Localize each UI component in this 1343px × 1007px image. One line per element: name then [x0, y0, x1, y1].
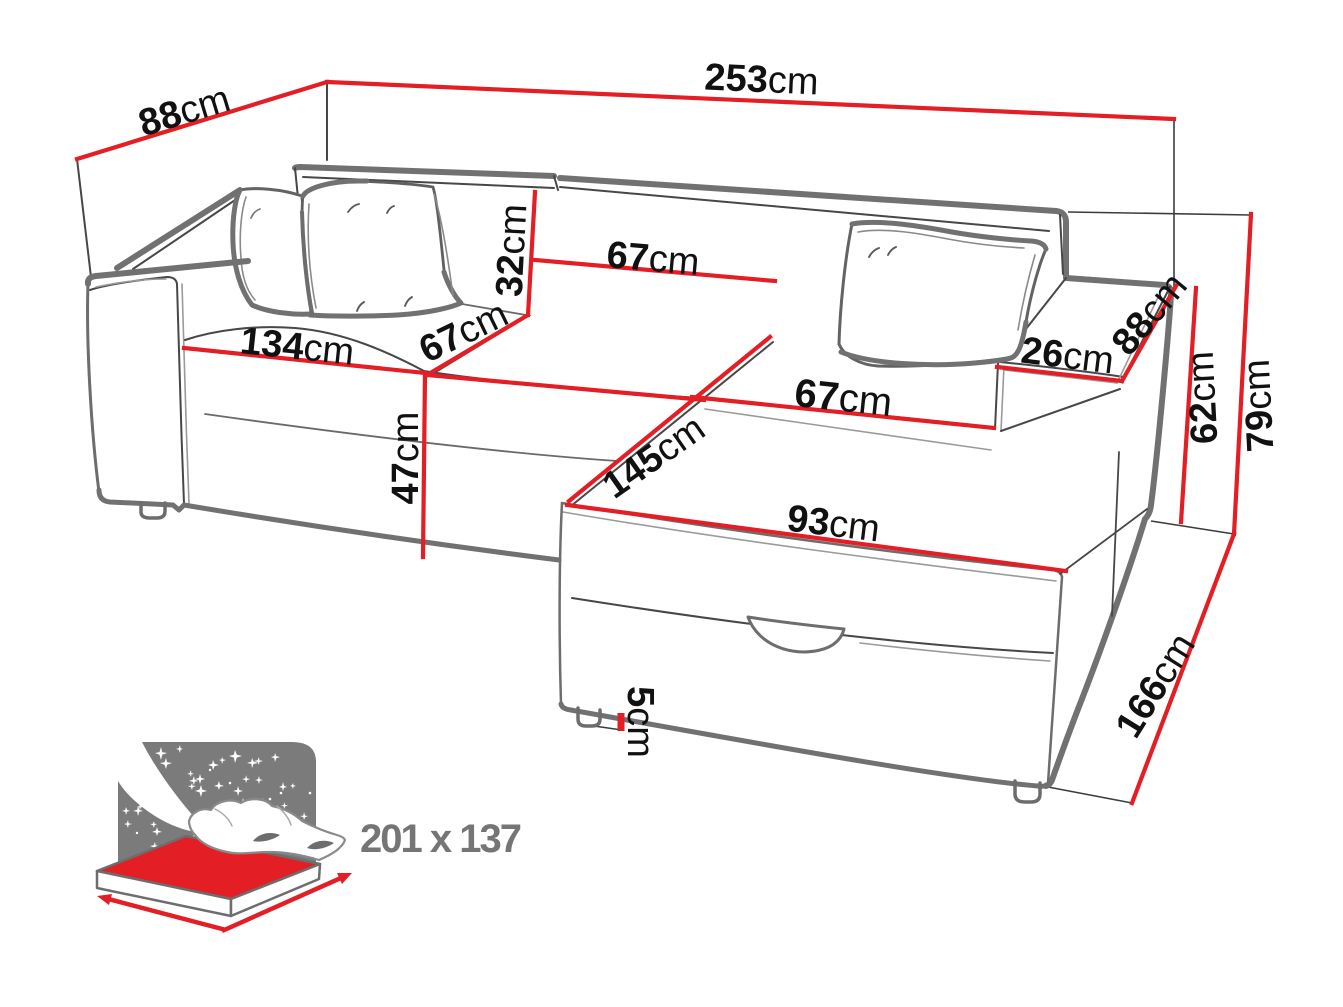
svg-text:134cm: 134cm — [238, 320, 356, 374]
svg-text:62cm: 62cm — [1180, 350, 1227, 445]
svg-text:253cm: 253cm — [704, 57, 820, 104]
svg-text:32cm: 32cm — [489, 203, 536, 298]
svg-text:93cm: 93cm — [785, 498, 882, 551]
svg-text:79cm: 79cm — [1236, 358, 1283, 453]
svg-text:67cm: 67cm — [792, 371, 894, 425]
svg-text:67cm: 67cm — [605, 234, 701, 284]
svg-text:5cm: 5cm — [619, 686, 661, 758]
svg-text:201 x 137: 201 x 137 — [360, 817, 521, 861]
svg-text:47cm: 47cm — [385, 412, 427, 505]
